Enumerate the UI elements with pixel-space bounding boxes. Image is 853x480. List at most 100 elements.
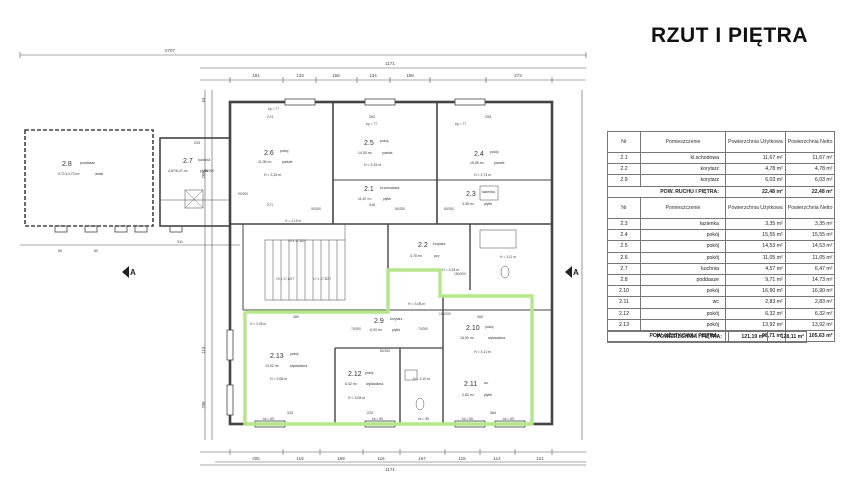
svg-text:H = 3,08 m: H = 3,08 m xyxy=(270,377,287,381)
height-label: H = 3,08 m xyxy=(250,322,266,326)
room-2-1: 2.1 kl.schodowa 11,67 m² płytki xyxy=(358,186,399,201)
dim-bottom-seg: 205 xyxy=(252,456,260,461)
svg-text:płytki: płytki xyxy=(200,169,208,173)
dim-top-seg: 273 xyxy=(514,73,522,78)
table-row: 2.2 korytarz 4,78 m² 4,78 m² xyxy=(607,163,836,176)
sill-label: 90/200 xyxy=(311,207,321,211)
dim-top-seg: 158 xyxy=(332,73,340,78)
dim-left: 63 xyxy=(201,97,206,102)
stair-label: 19 x 17,6/27 xyxy=(276,277,294,281)
svg-text:deski: deski xyxy=(95,172,103,176)
opening-label: bs = 85 xyxy=(372,417,383,421)
dim-misc: 364 xyxy=(490,411,496,415)
svg-text:2.7: 2.7 xyxy=(183,158,193,165)
svg-text:płytki: płytki xyxy=(392,328,400,332)
svg-text:poddasze: poddasze xyxy=(80,161,95,165)
section-mark-right: A xyxy=(565,266,579,278)
section-label: A xyxy=(573,268,579,277)
dim-left: 260 xyxy=(201,171,206,179)
svg-text:13,92 m²: 13,92 m² xyxy=(265,364,280,368)
svg-text:płytki: płytki xyxy=(383,197,391,201)
staircase xyxy=(264,224,346,301)
room-2-6: 2.6 pokój 11,05 m² parkiet H = 3,15 m xyxy=(258,149,293,177)
header-room: Pomieszczenie xyxy=(640,197,726,219)
dim-misc: 233 xyxy=(194,141,200,145)
room-2-7: 2.7 kuchnia 4,57/6,47 m² płytki xyxy=(168,158,210,173)
svg-text:wykładzina: wykładzina xyxy=(290,364,307,368)
svg-text:H = 3,08 m: H = 3,08 m xyxy=(348,396,365,400)
svg-text:H = 2,74 m: H = 2,74 m xyxy=(474,173,491,177)
dim-bottom: 1171 xyxy=(385,467,395,472)
svg-text:2.3: 2.3 xyxy=(466,191,476,198)
room-2-3: 2.3 łazienka 3,35 m² płytki xyxy=(462,190,495,206)
svg-text:H = 3,11 m: H = 3,11 m xyxy=(474,350,491,354)
sill-label: 80/200 xyxy=(395,207,405,211)
svg-text:2.9: 2.9 xyxy=(374,318,384,325)
dim-top: 1171 xyxy=(385,61,395,66)
svg-text:2.5: 2.5 xyxy=(364,140,374,147)
sill-label: 80/200 xyxy=(444,207,454,211)
svg-text:płytki: płytki xyxy=(484,393,492,397)
svg-text:2.6: 2.6 xyxy=(264,150,274,157)
svg-text:pokój: pokój xyxy=(365,371,374,375)
stair-label: 19 x 17,6/27 xyxy=(288,239,306,243)
total-area-table: POWIERZCHNIA I PIĘTRA: 121,19 m² 128,11 … xyxy=(607,330,807,344)
table-sum-row: POW. RUCHU I PIĘTRA: 22,48 m² 22,48 m² xyxy=(607,185,836,198)
dim-misc: 311 xyxy=(177,240,183,244)
svg-text:2.4: 2.4 xyxy=(474,151,484,158)
dim-misc: 318 xyxy=(369,203,375,207)
svg-text:2.2: 2.2 xyxy=(418,242,428,249)
section-label: A xyxy=(130,268,136,277)
opening-label: bs = 85 xyxy=(418,417,429,421)
dim-misc: 262 xyxy=(369,115,375,119)
svg-text:wykładzina: wykładzina xyxy=(366,382,383,386)
svg-text:łazienka: łazienka xyxy=(482,190,495,194)
dim-bottom-seg: 167 xyxy=(418,456,426,461)
opening-label: bs = 85 xyxy=(503,417,514,421)
dimension-lines xyxy=(20,54,586,466)
room-2-8: 2.8 poddasze 9,71/14,73 m² deski xyxy=(58,161,103,176)
room-2-10: 2.10 pokój 16,90 m² wykładzina H = 3,11 … xyxy=(460,325,505,354)
sill-label: 70/200 xyxy=(351,327,361,331)
table-row: 2.1 kl.schodowa 11,67 m² 11,67 m² xyxy=(607,151,836,165)
dimension-ticks xyxy=(19,52,587,455)
svg-text:H = 3,15 m: H = 3,15 m xyxy=(364,163,381,167)
opening-label: bp = 77 xyxy=(455,122,466,126)
sill-label: 150/200 xyxy=(454,272,466,276)
dim-misc: 380 xyxy=(293,315,299,319)
svg-text:płytki: płytki xyxy=(484,202,492,206)
dim-top-seg: 134 xyxy=(369,73,377,78)
header-nr: Nr xyxy=(607,197,641,219)
room-2-5: 2.5 pokój 14,53 m² parkiet H = 3,15 m xyxy=(358,139,393,167)
height-label: H = 3,11 m xyxy=(500,255,516,259)
svg-text:6,32 m²: 6,32 m² xyxy=(345,382,358,386)
sill-label: 90/200 xyxy=(204,169,214,173)
svg-text:14,53 m²: 14,53 m² xyxy=(358,151,373,155)
room-2-13: 2.13 pokój 13,92 m² wykładzina H = 3,08 … xyxy=(265,352,307,381)
header-usable-area: Powierzchnia Użytkowa xyxy=(725,131,786,153)
svg-text:kuchnia: kuchnia xyxy=(198,158,210,162)
svg-text:pokój: pokój xyxy=(290,352,299,356)
dim-bottom-seg: 115 xyxy=(296,456,304,461)
dim-top-seg: 158 xyxy=(406,73,414,78)
svg-text:15,55 m²: 15,55 m² xyxy=(470,161,485,165)
svg-text:4,78 m²: 4,78 m² xyxy=(410,254,423,258)
svg-text:panele: panele xyxy=(494,161,505,165)
attic-support-marks xyxy=(54,225,183,233)
table-header: Nr Pomieszczenie Powierzchnia Użytkowa P… xyxy=(607,197,836,219)
svg-text:parkiet: parkiet xyxy=(382,151,393,155)
svg-text:11,67 m²: 11,67 m² xyxy=(358,197,372,201)
dim-top-seg: 133 xyxy=(296,73,304,78)
highlighted-apartment-outline xyxy=(243,268,534,426)
dim-top-seg: 181 xyxy=(252,73,260,78)
room-2-4: 2.4 pokój 15,55 m² panele H = 2,74 m xyxy=(470,150,505,177)
sill-label: 70/200 xyxy=(418,327,428,331)
svg-text:parkiet: parkiet xyxy=(282,160,293,164)
sill-label: 80/200 xyxy=(380,349,390,353)
section-mark-left: A xyxy=(122,266,136,278)
svg-text:pokój: pokój xyxy=(380,139,389,143)
